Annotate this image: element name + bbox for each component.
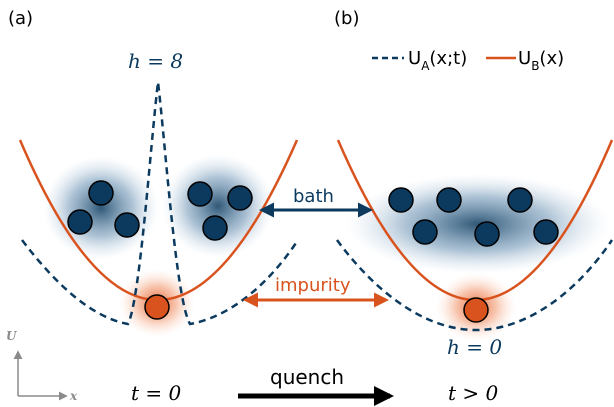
bath-particle	[114, 212, 140, 238]
potential-ua-a	[21, 81, 300, 326]
bath-particle	[412, 219, 438, 245]
bath-particle	[88, 180, 114, 206]
panel-b-label: (b)	[334, 8, 359, 29]
bath-cloud-right	[162, 154, 274, 258]
potential-ua-b	[335, 239, 614, 332]
time-label-tpos: t > 0	[448, 381, 499, 405]
bath-particle	[507, 187, 533, 213]
impurity-label: impurity	[275, 275, 351, 296]
bath-particle	[388, 187, 414, 213]
panel-a: h = 8 t = 0	[18, 49, 300, 405]
bath-particle	[67, 209, 93, 235]
legend-ua-label: UA(x;t)	[408, 48, 467, 73]
time-label-t0: t = 0	[131, 381, 182, 405]
panel-b: h = 0 t > 0	[335, 139, 614, 405]
bath-particle	[202, 215, 228, 241]
axis-x-label: x	[69, 389, 78, 403]
bath-particle	[436, 187, 462, 213]
axes-glyph: U x	[6, 329, 78, 403]
bath-particle	[227, 185, 253, 211]
legend: UA(x;t) UB(x)	[372, 48, 564, 73]
legend-ub-label: UB(x)	[518, 48, 564, 73]
quench-label: quench	[270, 365, 344, 389]
bath-label: bath	[293, 186, 334, 207]
bath-particle	[474, 221, 500, 247]
bath-particle	[533, 219, 559, 245]
barrier-height-label-h8: h = 8	[128, 49, 183, 73]
bath-particle	[187, 181, 213, 207]
axis-u-label: U	[6, 329, 18, 343]
panel-a-label: (a)	[8, 8, 33, 29]
impurity-particle-b	[463, 297, 489, 323]
impurity-particle-a	[144, 294, 170, 320]
barrier-height-label-h0: h = 0	[447, 335, 502, 359]
